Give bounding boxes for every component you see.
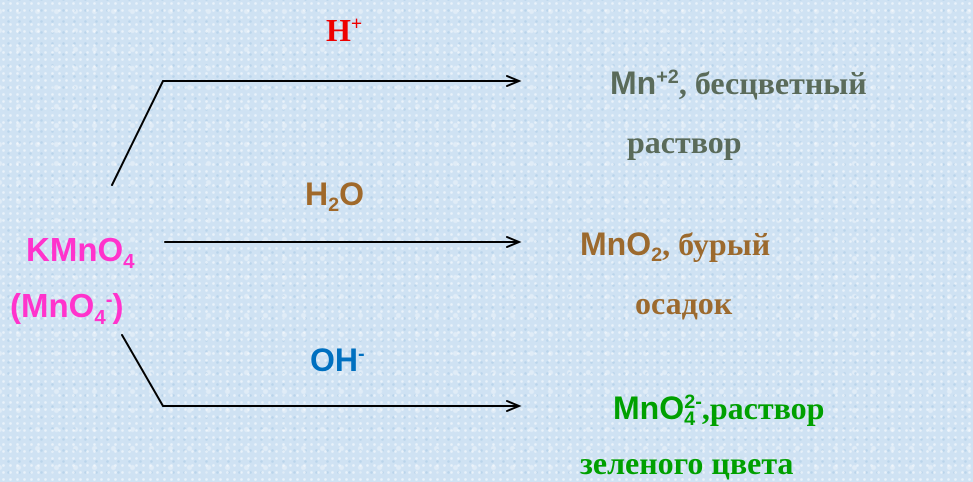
product-alkaline-line1: MnO42-,раствор	[613, 390, 825, 429]
condition-water-text: H	[305, 176, 329, 212]
reactant-ion-subscript: 4	[94, 305, 106, 329]
product-acid-charge: +2	[656, 66, 679, 89]
product-acid-line2: раствор	[627, 126, 742, 158]
product-alkaline-line2: зеленого цвета	[580, 447, 793, 479]
product-water-formula: MnO	[580, 226, 652, 262]
product-acid-description: , бесцветный	[678, 65, 867, 101]
condition-alkaline-text: OH	[310, 342, 358, 378]
arrow-alkaline-head	[506, 400, 522, 412]
reactant-formula-subscript: 4	[123, 249, 135, 273]
arrow-alkaline-branch	[121, 334, 518, 407]
arrow-acid-head	[506, 75, 522, 87]
product-alkaline-formula: MnO	[613, 390, 685, 426]
reactant-ion-text: (MnO	[10, 287, 95, 324]
condition-acid: H+	[326, 14, 362, 46]
product-acid-line1: Mn+2, бесцветный	[610, 67, 867, 99]
product-alkaline-description-2: зеленого цвета	[580, 445, 794, 481]
reactant-formula-text: KMnO	[26, 231, 124, 268]
reactant-ion-mno4: (MnO4-)	[10, 287, 124, 327]
condition-water-subscript: 2	[328, 194, 340, 217]
product-water-description: , бурый	[662, 226, 771, 262]
reactant-formula-kmno4: KMnO4	[26, 231, 135, 271]
product-acid-formula: Mn	[610, 65, 657, 101]
product-water-line2: осадок	[635, 287, 732, 319]
product-alkaline-description: ,раствор	[701, 390, 825, 426]
product-water-subscript: 2	[651, 244, 663, 267]
product-water-line1: MnO2, бурый	[580, 226, 771, 265]
product-alkaline-subscript: 4	[684, 408, 696, 431]
condition-alkaline-charge: -	[358, 343, 365, 366]
product-alkaline-charge: 2-	[684, 391, 702, 414]
condition-water-end: O	[339, 176, 365, 212]
condition-water: H2O	[305, 176, 365, 215]
reactant-ion-charge: -	[105, 287, 113, 311]
reactant-ion-close: )	[112, 287, 124, 324]
product-acid-description-2: раствор	[627, 124, 742, 160]
condition-alkaline: OH-	[310, 344, 365, 376]
condition-acid-text: H	[326, 12, 351, 48]
arrow-acid-branch	[111, 80, 518, 186]
condition-acid-charge: +	[350, 13, 363, 36]
arrow-water-head	[506, 236, 522, 248]
product-water-description-2: осадок	[635, 285, 733, 321]
